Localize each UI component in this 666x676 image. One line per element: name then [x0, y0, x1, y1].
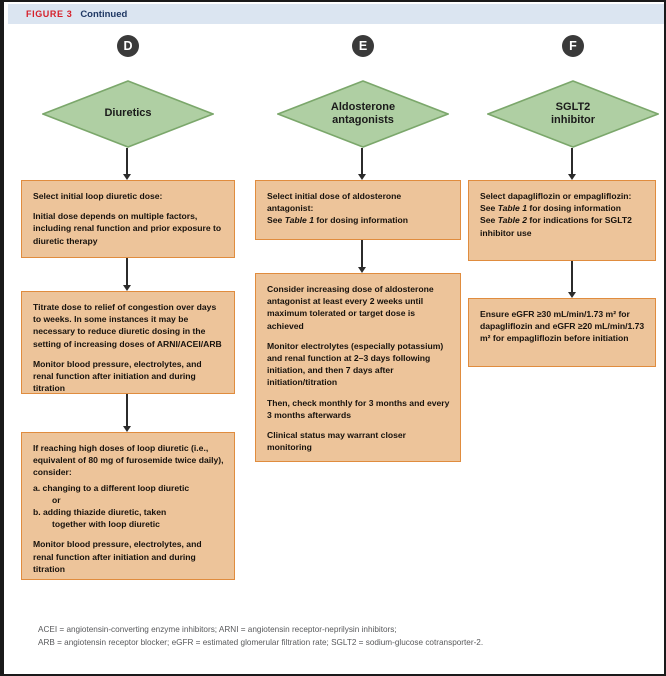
figure-header-bar: FIGURE 3 Continued — [8, 4, 664, 24]
process-box-e-step-1: Select initial dose of aldosterone antag… — [255, 180, 461, 240]
f1-ref1-suffix: for dosing information — [526, 203, 622, 214]
panel-badge-e: E — [352, 35, 374, 57]
process-box-d-step-2: Titrate dose to relief of congestion ove… — [21, 291, 235, 394]
d3-option-a: a. changing to a different loop diuretic — [33, 482, 190, 493]
connector-d-step1-to-step2 — [123, 258, 132, 291]
e2-para-2: Monitor electrolytes (especially potassi… — [267, 340, 444, 388]
f1-ref1-prefix: See — [480, 203, 498, 214]
f1-line-1: Select dapagliflozin or empagliflozin: — [480, 191, 632, 201]
f1-ref1-table: Table 1 — [497, 203, 527, 214]
figure-continued-label: Continued — [80, 8, 128, 20]
process-box-d-step-3: If reaching high doses of loop diuretic … — [21, 432, 235, 580]
process-box-d-step-1: Select initial loop diuretic dose: Initi… — [21, 180, 235, 258]
e1-table-ref: See Table 1 for dosing information — [267, 214, 450, 226]
figure-footnote: ACEI = angiotensin-converting enzyme inh… — [38, 624, 638, 649]
process-box-f-step-2: Ensure eGFR ≥30 mL/min/1.73 m² for dapag… — [468, 298, 656, 367]
f2-para-1: Ensure eGFR ≥30 mL/min/1.73 m² for dapag… — [480, 309, 645, 344]
e2-para-1: Consider increasing dose of aldosterone … — [267, 284, 434, 331]
d3-lead: If reaching high doses of loop diuretic … — [33, 443, 224, 478]
e1-ref-table: Table 1 — [284, 215, 314, 226]
d1-para-2: Initial dose depends on multiple factors… — [33, 211, 222, 246]
e1-line-2: antagonist: — [267, 203, 314, 214]
f1-ref2-prefix: See — [480, 215, 498, 226]
f1-line-4: inhibitor use — [480, 227, 532, 238]
f1-table1-ref: See Table 1 for dosing information — [480, 202, 645, 214]
f1-ref2-table: Table 2 — [497, 215, 527, 226]
panel-badge-d: D — [117, 35, 139, 57]
decision-diamond-aldosterone-antagonists: Aldosterone antagonists — [277, 80, 449, 148]
d3-tail: Monitor blood pressure, electrolytes, an… — [33, 539, 202, 574]
d3-option-list: a. changing to a different loop diuretic… — [33, 482, 224, 531]
f1-table2-ref: See Table 2 for indications for SGLT2 — [480, 214, 645, 226]
d3-option-or: or — [52, 494, 61, 505]
figure-number-label: FIGURE 3 — [26, 9, 73, 19]
d1-para-1: Select initial loop diuretic dose: — [33, 191, 163, 201]
e1-line-1: Select initial dose of aldosterone — [267, 191, 402, 201]
d2-para-1: Titrate dose to relief of congestion ove… — [33, 302, 222, 349]
connector-f-step1-to-step2 — [568, 261, 577, 298]
connector-d-step2-to-step3 — [123, 394, 132, 432]
connector-e-step1-to-step2 — [358, 240, 367, 273]
f1-ref2-suffix: for indications for SGLT2 — [526, 215, 632, 226]
decision-diamond-sglt2-inhibitor: SGLT2 inhibitor — [487, 80, 659, 148]
d3-option-b: b. adding thiazide diuretic, taken — [33, 507, 167, 518]
d2-para-2: Monitor blood pressure, electrolytes, an… — [33, 358, 202, 394]
process-box-e-step-2: Consider increasing dose of aldosterone … — [255, 273, 461, 462]
e2-para-3: Then, check monthly for 3 months and eve… — [267, 397, 450, 420]
connector-d-diamond-to-step1 — [123, 148, 132, 180]
process-box-f-step-1: Select dapagliflozin or empagliflozin: S… — [468, 180, 656, 261]
footnote-line-2: ARB = angiotensin receptor blocker; eGFR… — [38, 637, 484, 647]
panel-badge-f: F — [562, 35, 584, 57]
e1-ref-suffix: for dosing information — [313, 215, 409, 226]
e1-ref-prefix: See — [267, 215, 285, 226]
connector-f-diamond-to-step1 — [568, 148, 577, 180]
connector-e-diamond-to-step1 — [358, 148, 367, 180]
e2-para-4: Clinical status may warrant closer monit… — [267, 430, 406, 453]
footnote-line-1: ACEI = angiotensin-converting enzyme inh… — [38, 625, 397, 634]
d3-option-b-cont: together with loop diuretic — [52, 519, 160, 530]
decision-diamond-diuretics: Diuretics — [42, 80, 214, 148]
